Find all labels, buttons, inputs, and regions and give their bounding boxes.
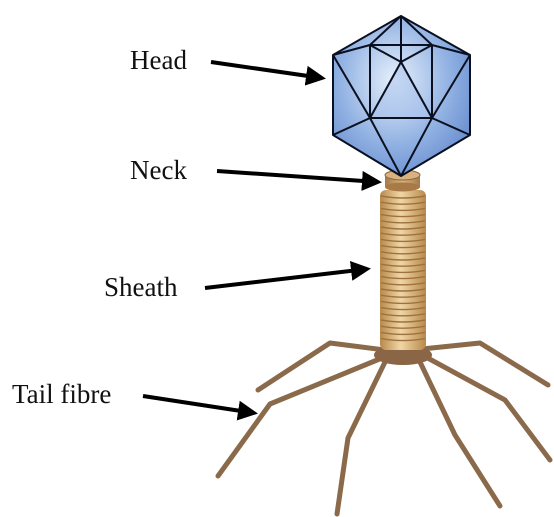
tail-fibres bbox=[218, 343, 550, 514]
head-arrow bbox=[211, 62, 322, 78]
neck-arrow bbox=[217, 171, 378, 182]
capsid-head bbox=[333, 16, 470, 176]
head-label: Head bbox=[130, 45, 187, 75]
tail-fibre-label: Tail fibre bbox=[12, 379, 111, 409]
neck-label: Neck bbox=[130, 155, 187, 185]
sheath bbox=[380, 190, 426, 350]
tail-fibre-3 bbox=[337, 362, 385, 514]
tail-fibre-arrow bbox=[143, 396, 254, 413]
sheath-arrow bbox=[205, 269, 367, 288]
tail-fibre-4 bbox=[420, 362, 500, 506]
sheath-label: Sheath bbox=[104, 272, 178, 302]
